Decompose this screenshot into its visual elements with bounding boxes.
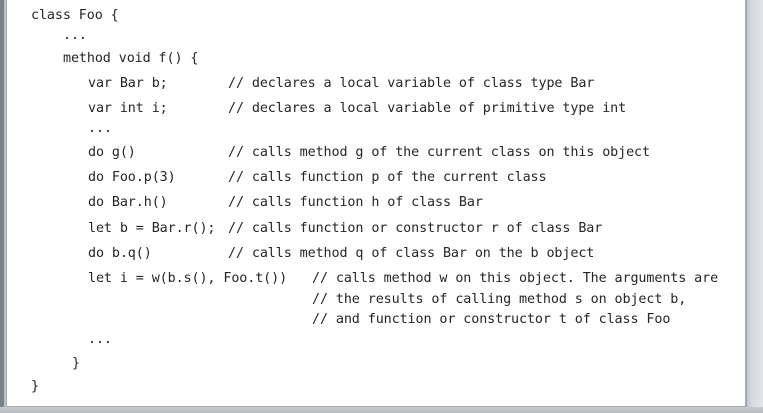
- code-comment-let-i-1: // calls method w on this object. The ar…: [312, 271, 719, 286]
- code-line-ellipsis: ...: [63, 28, 87, 43]
- code-comment-var-bar: // declares a local variable of class ty…: [228, 76, 595, 91]
- code-line-do-foo-p: do Foo.p(3): [88, 170, 176, 185]
- code-comment-do-g: // calls method g of the current class o…: [228, 145, 650, 160]
- code-line-var-int: var int i;: [88, 101, 168, 116]
- code-line-do-bar-h: do Bar.h(): [88, 195, 168, 210]
- code-line-class-declaration: class Foo {: [31, 8, 119, 23]
- code-comment-do-bar-h: // calls function h of class Bar: [228, 195, 483, 210]
- code-comment-do-b-q: // calls method q of class Bar on the b …: [228, 246, 595, 261]
- code-panel: class Foo { ... method void f() { var Ba…: [6, 0, 746, 407]
- code-line-class-close-brace: }: [31, 379, 39, 394]
- code-comment-let-i-3: // and function or constructor t of clas…: [312, 312, 671, 327]
- code-comment-do-foo-p: // calls function p of the current class: [228, 170, 547, 185]
- code-comment-let-b: // calls function or constructor r of cl…: [228, 221, 603, 236]
- code-comment-let-i-2: // the results of calling method s on ob…: [312, 292, 687, 307]
- code-line-var-bar: var Bar b;: [88, 76, 168, 91]
- code-line-ellipsis: ...: [88, 121, 112, 136]
- code-line-let-i: let i = w(b.s(), Foo.t()): [88, 271, 288, 286]
- code-line-ellipsis: ...: [88, 332, 112, 347]
- code-line-method-close-brace: }: [72, 356, 80, 371]
- code-line-do-g: do g(): [88, 145, 136, 160]
- code-line-method-declaration: method void f() {: [63, 51, 199, 66]
- code-line-let-b: let b = Bar.r();: [88, 221, 216, 236]
- slide-right-edge: [746, 0, 763, 413]
- slide-bottom-edge: [0, 407, 763, 413]
- code-line-do-b-q: do b.q(): [88, 246, 152, 261]
- slide-left-edge: [0, 0, 4, 413]
- code-comment-var-int: // declares a local variable of primitiv…: [228, 101, 627, 116]
